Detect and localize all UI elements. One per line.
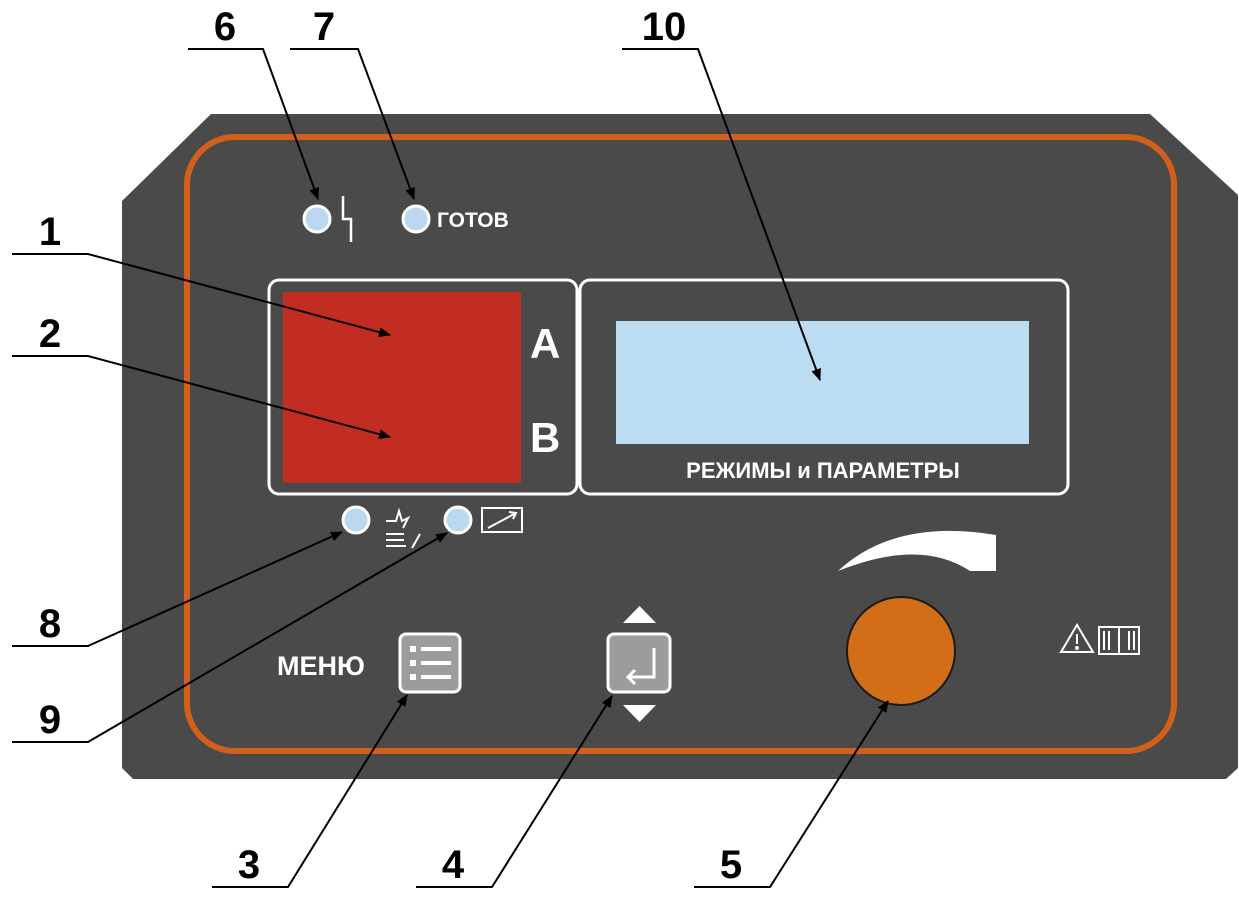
leader-1 — [12, 253, 391, 337]
leader-5 — [694, 700, 889, 888]
callout-5: 5 — [720, 843, 742, 887]
lcd-frame — [578, 278, 1070, 496]
callout-1: 1 — [39, 210, 61, 254]
amp-volt-display-frame — [267, 278, 579, 496]
callout-8: 8 — [39, 602, 61, 646]
lightning-bolt-icon — [341, 196, 353, 242]
arc-welding-icon — [386, 507, 421, 549]
callout-10: 10 — [642, 5, 687, 49]
rising-slope-icon — [481, 507, 523, 533]
control-knob[interactable] — [846, 596, 956, 706]
callout-leaders — [12, 48, 889, 888]
leader-8 — [12, 531, 343, 647]
fault-led — [302, 204, 332, 234]
callout-4: 4 — [442, 843, 465, 887]
triangle-down-icon[interactable] — [623, 705, 656, 722]
leader-4 — [416, 695, 613, 888]
enter-button[interactable] — [606, 632, 672, 694]
leader-3 — [212, 694, 408, 888]
lcd-screen — [616, 321, 1029, 444]
leader-7 — [290, 48, 415, 200]
triangle-up-icon[interactable] — [623, 606, 656, 623]
open-book-icon — [1098, 626, 1140, 655]
callout-9: 9 — [39, 698, 61, 742]
callout-7: 7 — [313, 5, 335, 49]
callout-6: 6 — [214, 5, 236, 49]
leader-6 — [188, 48, 319, 200]
enter-return-icon — [625, 648, 656, 686]
warning-triangle-icon — [1059, 623, 1095, 653]
lcd-caption: РЕЖИМЫ и ПАРАМЕТРЫ — [686, 458, 960, 483]
leader-10 — [622, 48, 821, 381]
menu-button[interactable] — [398, 632, 462, 694]
ready-led — [401, 204, 431, 234]
slope-led — [443, 505, 473, 535]
ready-label: ГОТОВ — [437, 209, 509, 232]
callout-2: 2 — [39, 312, 61, 356]
panel-accent-border — [184, 134, 1177, 754]
knob-arc-graphic — [838, 530, 996, 571]
callout-3: 3 — [238, 843, 260, 887]
amp-volt-display — [283, 292, 521, 483]
leader-2 — [12, 355, 391, 439]
menu-label: МЕНЮ — [277, 651, 365, 681]
leader-9 — [12, 532, 448, 743]
volt-unit-label: B — [530, 414, 560, 461]
weld-mode-led — [341, 505, 371, 535]
list-menu-icon — [410, 646, 451, 680]
amp-unit-label: A — [530, 320, 560, 367]
